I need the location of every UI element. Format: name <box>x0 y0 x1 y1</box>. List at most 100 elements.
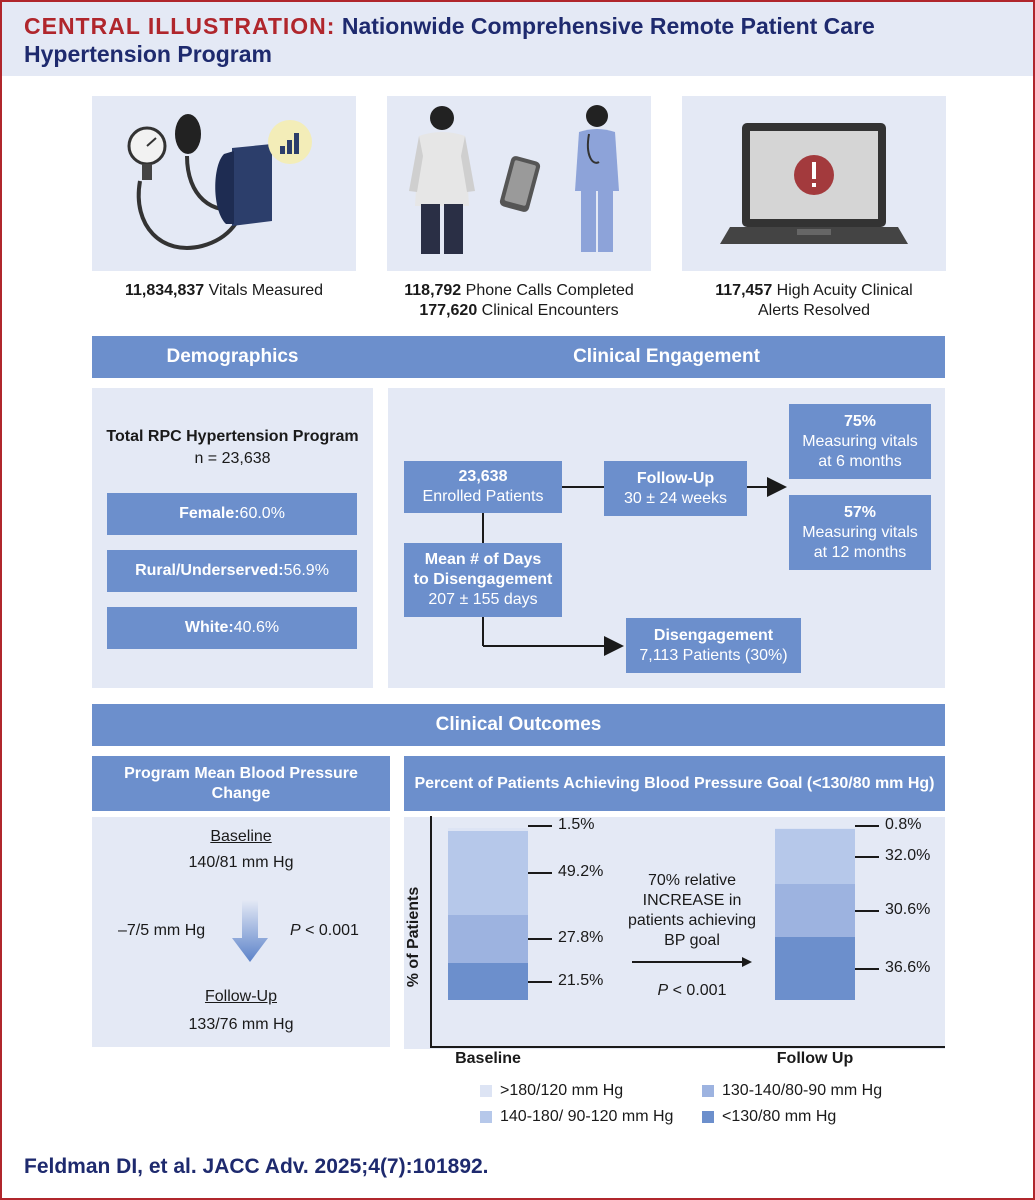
disengagement-label: Disengagement <box>653 626 774 644</box>
section-bar-1: Demographics Clinical Engagement <box>92 336 945 378</box>
legend-swatch-140-180 <box>480 1111 492 1123</box>
bp-change-panel <box>92 817 390 1047</box>
disengagement-box: Disengagement 7,113 Patients (30%) <box>626 618 801 673</box>
bar-segment-baseline-3 <box>448 828 528 831</box>
content: 11,834,837 Vitals Measured 118,792 Phone… <box>2 76 1033 1198</box>
data-label-tick <box>855 855 879 858</box>
note-line-2: INCREASE in <box>642 892 742 909</box>
bar-segment-followup-2 <box>775 829 855 885</box>
days-label-1: Mean # of Days <box>424 551 542 568</box>
alerts-caption: 117,457 High Acuity Clinical Alerts Reso… <box>672 281 956 321</box>
category-label-baseline: Baseline <box>455 1050 521 1067</box>
engagement-heading: Clinical Engagement <box>573 346 760 367</box>
bar-segment-followup-1 <box>775 884 855 938</box>
data-label: 1.5% <box>558 816 595 833</box>
followup-duration: 30 ± 24 weeks <box>623 489 728 507</box>
data-label-tick <box>855 825 879 827</box>
rural-value: 56.9% <box>283 562 329 579</box>
y-axis-label: % of Patients <box>405 886 422 988</box>
vitals-count: 11,834,837 <box>124 282 205 299</box>
laptop-alert-icon <box>720 123 908 244</box>
rural-label: Rural/Underserved: <box>135 562 284 579</box>
data-label: 36.6% <box>885 958 931 976</box>
legend-item-130: <130/80 mm Hg <box>702 1108 836 1126</box>
data-label-tick <box>528 871 552 874</box>
category-label-followup: Follow Up <box>776 1050 854 1067</box>
alerts-panel <box>682 96 946 271</box>
twelve-month-text-1: Measuring vitals <box>802 523 918 541</box>
six-month-text-1: Measuring vitals <box>802 432 918 450</box>
data-label: 27.8% <box>558 929 604 947</box>
twelve-month-box: 57% Measuring vitals at 12 months <box>789 495 931 570</box>
legend-swatch-130-140 <box>702 1085 714 1097</box>
enrolled-box: 23,638 Enrolled Patients <box>404 461 562 513</box>
chart-p-value: P < 0.001 <box>632 982 752 1000</box>
central-illustration-label: CENTRAL ILLUSTRATION: <box>24 13 336 39</box>
demo-female: Female: 60.0% <box>107 493 357 535</box>
bar-segment-followup-3 <box>775 828 855 830</box>
data-label: 49.2% <box>558 862 604 880</box>
white-value: 40.6% <box>233 619 280 636</box>
calls-caption: 118,792 Phone Calls Completed 177,620 Cl… <box>372 281 666 321</box>
followup-box: Follow-Up 30 ± 24 weeks <box>604 461 747 516</box>
demo-rural: Rural/Underserved: 56.9% <box>107 550 357 592</box>
bar-segment-followup-0 <box>775 937 855 1000</box>
bp-change-title-2: Change <box>211 784 271 802</box>
enrolled-text: Enrolled Patients <box>422 488 544 505</box>
bp-p-number: < 0.001 <box>300 922 359 939</box>
encounters-count: 177,620 <box>419 302 478 319</box>
bp-delta: –7/5 mm Hg <box>118 922 206 939</box>
alerts-text-2: Alerts Resolved <box>757 302 871 319</box>
disengagement-days-box: Mean # of Days to Disengagement 207 ± 15… <box>404 543 562 617</box>
increase-arrow <box>632 957 752 967</box>
title-text-1: Nationwide Comprehensive Remote Patient … <box>341 13 875 39</box>
blood-pressure-cuff-icon <box>127 114 312 250</box>
legend-label-130: <130/80 mm Hg <box>722 1108 837 1125</box>
down-arrow-icon <box>232 900 268 962</box>
days-value: 207 ± 155 days <box>428 591 538 608</box>
followup-label: Follow-Up <box>636 469 715 487</box>
vitals-panel <box>92 96 356 271</box>
twelve-month-percent: 57% <box>843 503 877 521</box>
data-label: 0.8% <box>885 816 922 833</box>
legend-label-180: >180/120 mm Hg <box>500 1082 624 1099</box>
header: CENTRAL ILLUSTRATION: Nationwide Compreh… <box>2 2 1033 76</box>
followup-heading: Follow-Up <box>204 988 277 1005</box>
white-label: White: <box>184 619 234 636</box>
title-line-2: Hypertension Program <box>24 41 272 67</box>
baseline-bp: 140/81 mm Hg <box>188 854 294 871</box>
legend-swatch-130 <box>702 1111 714 1123</box>
demographics-title: Total RPC Hypertension Program <box>106 428 359 445</box>
bp-change-title: Program Mean Blood Pressure Change <box>92 756 390 811</box>
demographics-n: n = 23,638 <box>194 450 271 467</box>
x-axis <box>430 1046 945 1048</box>
chart-p-number: < 0.001 <box>668 982 727 999</box>
goal-chart-title: Percent of Patients Achieving Blood Pres… <box>404 756 945 811</box>
legend-swatch-180 <box>480 1085 492 1097</box>
bar-segment-baseline-1 <box>448 915 528 964</box>
legend-item-130-140: 130-140/80-90 mm Hg <box>702 1082 882 1100</box>
engagement-flow-lines <box>482 477 787 656</box>
y-axis <box>430 816 432 1048</box>
vitals-caption: 11,834,837 Vitals Measured <box>92 281 356 301</box>
data-label-tick <box>855 967 879 970</box>
data-label-tick <box>528 980 552 983</box>
followup-bp: 133/76 mm Hg <box>188 1016 294 1033</box>
note-line-3: patients achieving <box>627 912 757 929</box>
title-line-1: CENTRAL ILLUSTRATION: Nationwide Compreh… <box>24 12 1011 40</box>
outcomes-heading: Clinical Outcomes <box>92 704 945 746</box>
demographics-heading: Demographics <box>166 346 299 367</box>
chart-p-label: P <box>657 982 669 999</box>
twelve-month-text-2: at 12 months <box>813 543 907 561</box>
six-month-text-2: at 6 months <box>818 452 902 470</box>
data-label: 32.0% <box>885 846 931 864</box>
encounters-text: Clinical Encounters <box>477 302 619 319</box>
bp-p-value: P < 0.001 <box>290 922 359 940</box>
data-label-tick <box>528 825 552 827</box>
days-label-2: to Disengagement <box>413 571 553 588</box>
disengagement-count: 7,113 Patients (30%) <box>639 646 788 664</box>
bp-p-label: P <box>290 922 301 939</box>
citation: Feldman DI, et al. JACC Adv. 2025;4(7):1… <box>24 1155 489 1178</box>
vitals-text: Vitals Measured <box>204 282 324 299</box>
